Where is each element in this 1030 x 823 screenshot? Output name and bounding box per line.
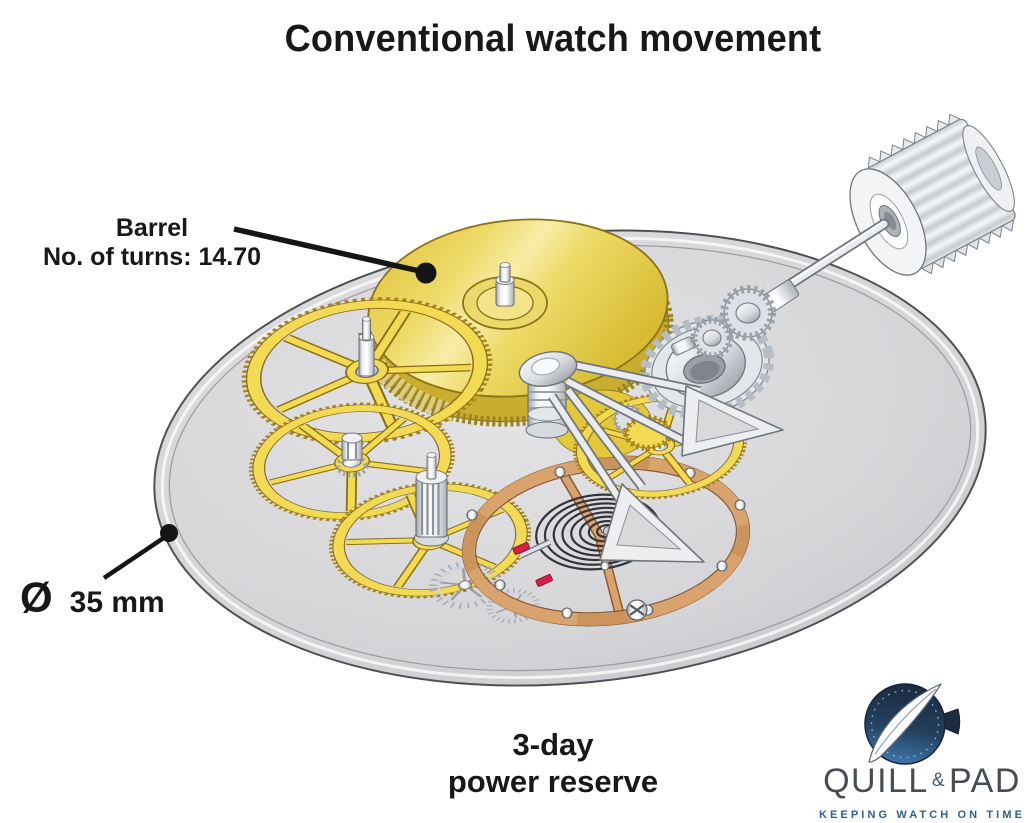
balance-screw-phillips	[626, 599, 648, 621]
center-wheel-arbor	[358, 316, 375, 377]
balance-screws	[466, 466, 746, 619]
power-reserve-annotation: 3-day power reserve	[377, 726, 729, 800]
logo-ampersand: &	[931, 770, 947, 791]
diameter-annotation: Ø 35 mm	[20, 576, 165, 620]
click-lever-right	[564, 358, 784, 457]
yoke-head	[518, 351, 578, 387]
diameter-value: 35 mm	[69, 586, 165, 619]
logo-tagline: KEEPING WATCH ON TIME	[818, 809, 1026, 821]
pallet-fork	[518, 539, 552, 559]
third-wheel-pinion	[335, 432, 369, 478]
page-title: Conventional watch movement	[284, 18, 822, 60]
pallet-jewel-1	[512, 542, 530, 555]
barrel-annotation-name: Barrel	[115, 214, 189, 242]
diameter-leader-line	[102, 524, 178, 580]
logo-word2: PAD	[949, 762, 1021, 800]
logo-crown-icon	[943, 708, 961, 735]
fourth-wheel-pinion	[414, 452, 449, 547]
barrel-arbor	[462, 262, 548, 330]
barrel	[357, 218, 674, 427]
logo-word1: QUILL	[823, 762, 929, 800]
logo-text: QUILL&PAD KEEPING WATCH ON TIME	[812, 762, 1030, 821]
barrel-leader-line	[233, 226, 437, 284]
power-reserve-line1: 3-day	[512, 727, 594, 762]
power-reserve-line2: power reserve	[447, 764, 659, 799]
click-lever-down	[548, 387, 705, 563]
barrel-annotation: Barrel No. of turns: 14.70	[18, 214, 286, 272]
logo-wordmark: QUILL&PAD	[812, 762, 1030, 806]
diameter-symbol: Ø	[20, 574, 53, 621]
winding-pinion	[690, 316, 734, 360]
pallet-jewel-2	[535, 574, 553, 587]
logo-mark	[864, 683, 961, 765]
quill-icon	[868, 683, 942, 763]
crown	[849, 113, 1016, 276]
barrel-annotation-detail: No. of turns: 14.70	[42, 243, 262, 271]
castle-wheel	[720, 285, 776, 341]
